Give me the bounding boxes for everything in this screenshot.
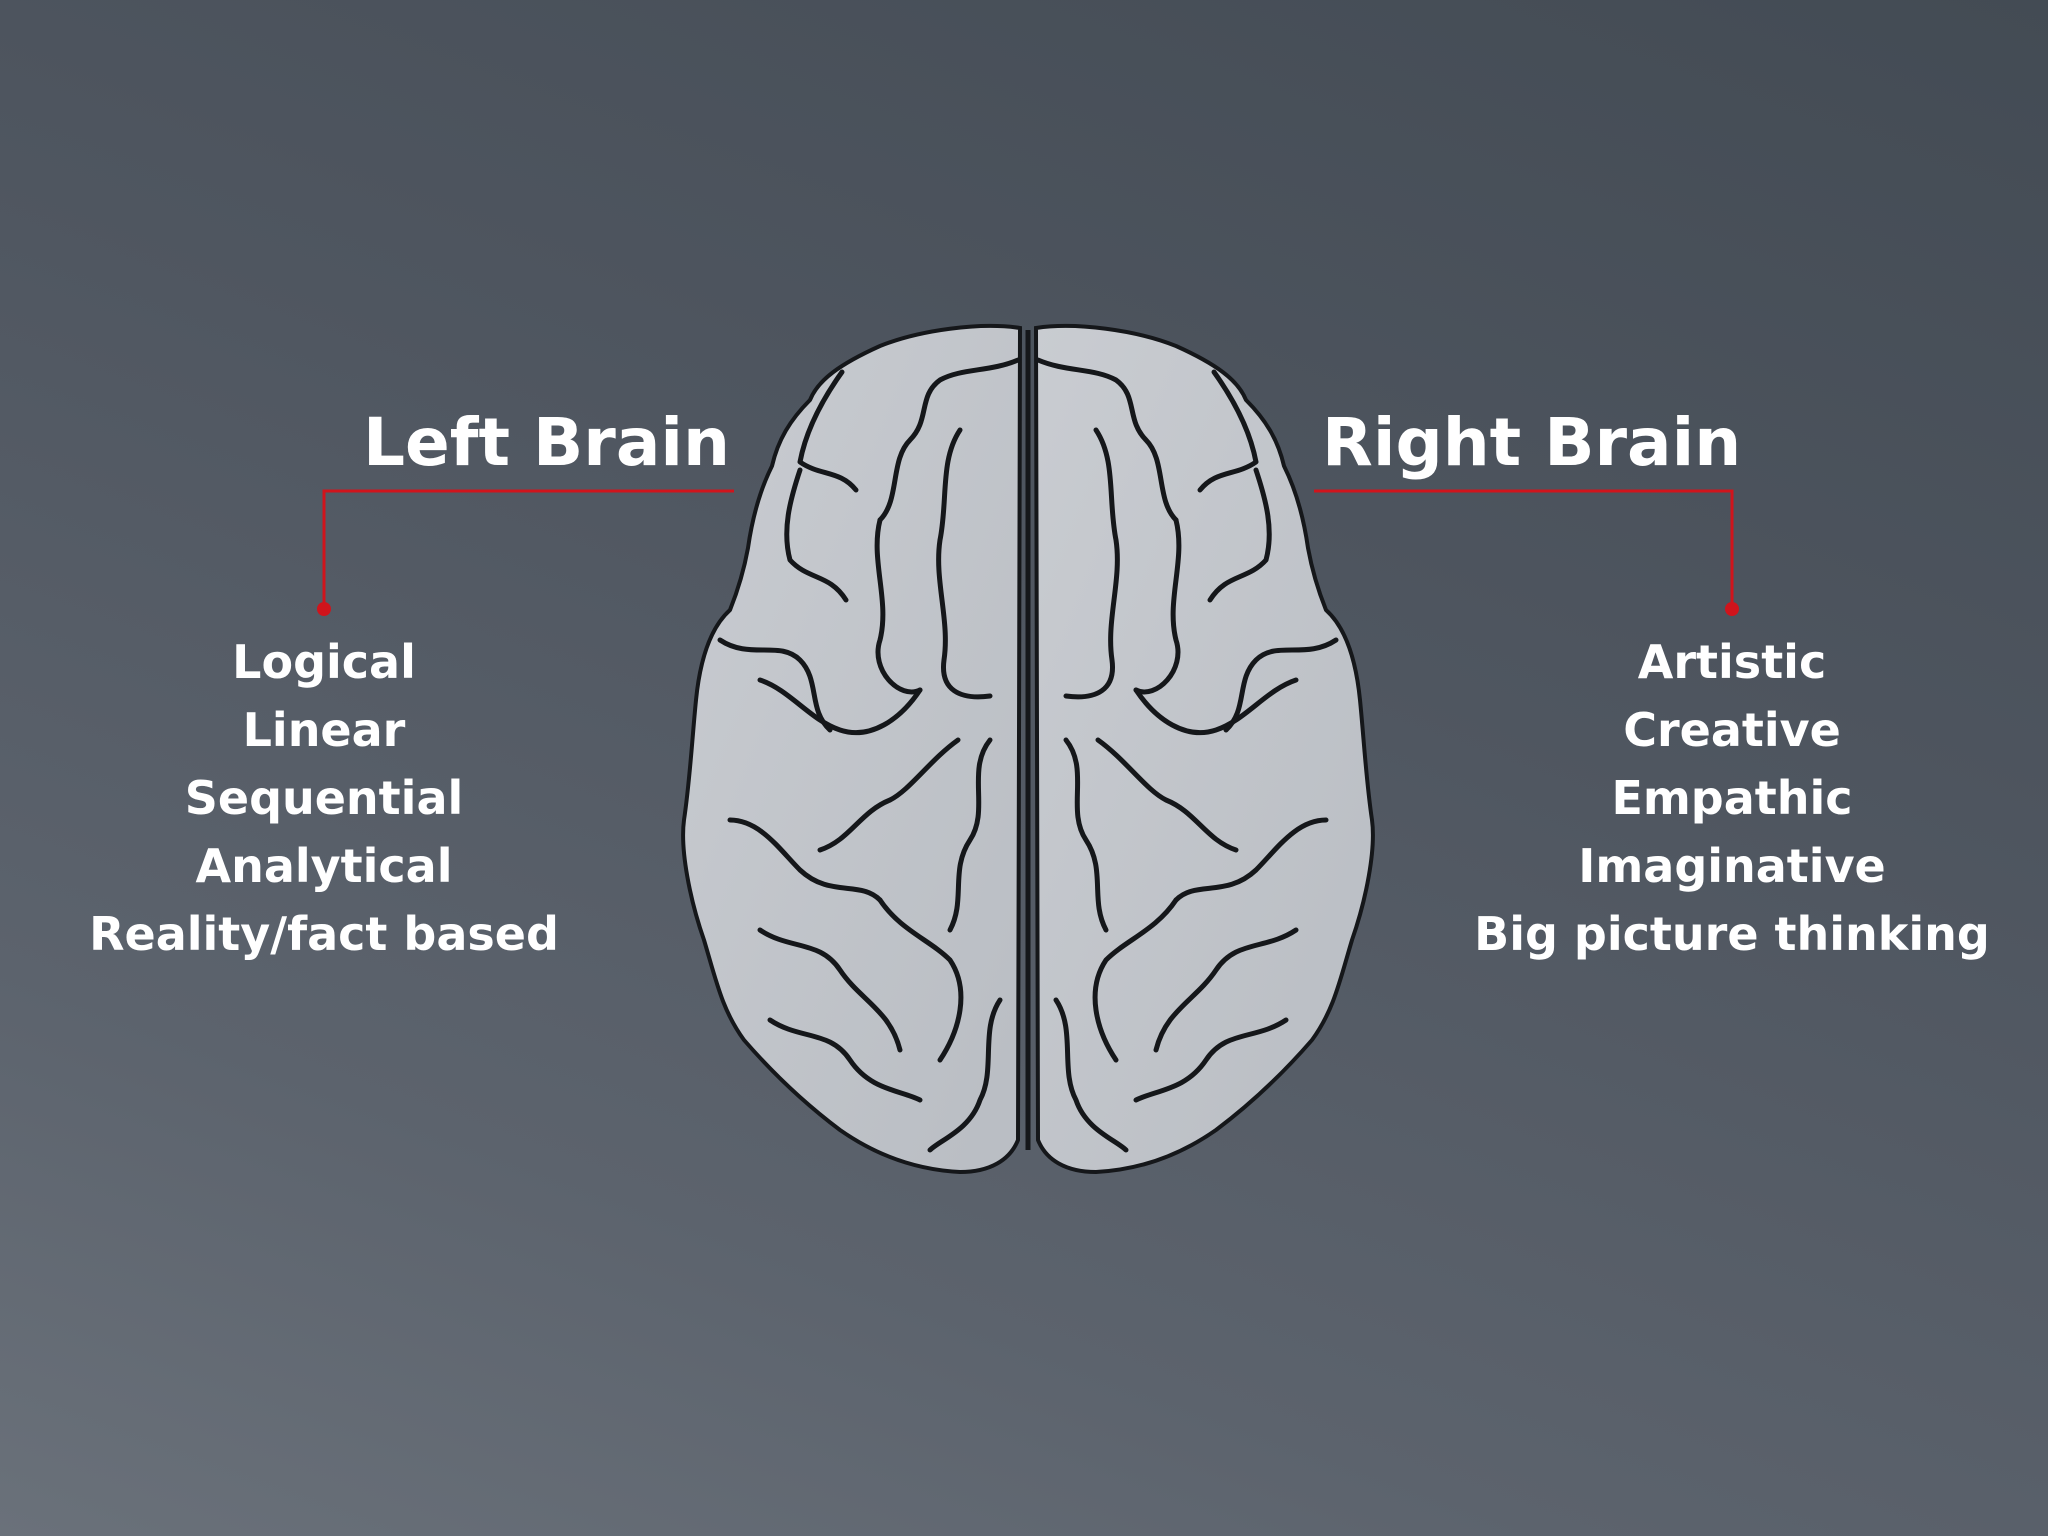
- left-connector-line: [324, 491, 734, 608]
- trait-item: Empathic: [1422, 764, 2042, 832]
- trait-item: Creative: [1422, 696, 2042, 764]
- right-connector-line: [1314, 491, 1732, 608]
- left-connector-dot: [317, 602, 331, 616]
- trait-item: Big picture thinking: [1422, 900, 2042, 968]
- right-brain-traits: Artistic Creative Empathic Imaginative B…: [1422, 628, 2042, 968]
- trait-item: Reality/fact based: [14, 900, 634, 968]
- left-brain-heading: Left Brain: [363, 410, 730, 476]
- trait-item: Imaginative: [1422, 832, 2042, 900]
- right-connector-dot: [1725, 602, 1739, 616]
- right-brain-heading: Right Brain: [1322, 410, 1741, 476]
- trait-item: Artistic: [1422, 628, 2042, 696]
- left-brain-traits: Logical Linear Sequential Analytical Rea…: [14, 628, 634, 968]
- trait-item: Sequential: [14, 764, 634, 832]
- left-hemisphere: [683, 326, 1020, 1172]
- trait-item: Logical: [14, 628, 634, 696]
- trait-item: Analytical: [14, 832, 634, 900]
- trait-item: Linear: [14, 696, 634, 764]
